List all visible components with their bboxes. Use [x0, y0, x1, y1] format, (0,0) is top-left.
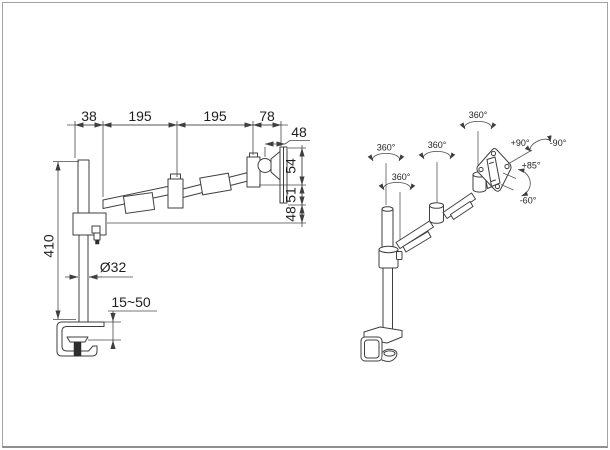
swivel-label-positive: +90°	[511, 138, 530, 148]
arm-3d-upper-cover	[450, 201, 474, 220]
wrist-joint-3d	[472, 174, 487, 193]
vesa-plate-3d-slot	[486, 156, 501, 187]
perspective-view: 360° 360° 360° 360° +90° -90° +85° -60°	[360, 110, 567, 362]
joint-screw-detail	[93, 232, 101, 241]
dim-label-195b: 195	[203, 108, 227, 124]
clamp-3d-jaw	[381, 348, 398, 362]
rotation-label-pole-base: 360°	[392, 172, 411, 182]
pole-3d-top-cap	[381, 206, 394, 212]
pole-diameter-dimension: Ø32	[65, 259, 133, 280]
pole-height-dimension: 410	[41, 161, 79, 320]
rotation-arrow-pole-top	[367, 153, 405, 162]
arm-cover-2	[199, 172, 232, 196]
rotation-arrow-pole-base	[378, 182, 416, 191]
pole-lower-tube	[78, 234, 89, 323]
vesa-plate-3d-detail	[489, 161, 496, 182]
top-dimension-chain: 38 195 195 78	[67, 108, 288, 197]
tilt-label-up: +85°	[522, 161, 541, 171]
right-dimension-chain: 54 51 48	[107, 145, 306, 227]
clamp-range-dimension: 15~50	[88, 294, 157, 350]
swivel-label-negative: -90°	[550, 138, 567, 148]
pole-arm-joint	[72, 212, 107, 236]
tilt-label-down: -60°	[520, 196, 537, 206]
rotation-arrow-wrist	[459, 121, 497, 130]
rotation-arrow-elbow	[418, 151, 456, 160]
elbow-joint-3d	[429, 205, 444, 224]
dim-label-54: 54	[283, 158, 299, 174]
clamp-screw-pad	[66, 336, 89, 343]
clamp-3d-front	[360, 336, 383, 362]
joint-screw-tip	[95, 239, 100, 245]
clamp-3d-pad	[383, 350, 396, 357]
tilt-cone	[270, 151, 281, 181]
vesa-plate-3d	[476, 148, 512, 192]
head-depth-dimension: 48	[264, 124, 310, 157]
desk-clamp-inner	[61, 326, 105, 352]
joint-clip-detail	[91, 225, 101, 234]
arm-3d-lower-cover	[402, 231, 432, 253]
dim-label-clamp-range: 15~50	[111, 294, 151, 310]
tilt-leader-upper	[502, 172, 517, 179]
vesa-hole-left	[478, 166, 484, 173]
tilt-arrow	[517, 168, 531, 197]
dim-label-38: 38	[81, 108, 97, 124]
side-view: 38 195 195 78 48 54 51 48	[41, 108, 310, 357]
dim-label-diameter: Ø32	[100, 259, 127, 275]
arm-3d-upper	[442, 192, 476, 219]
arm-cover-1	[122, 192, 156, 214]
mid-joint	[167, 178, 184, 209]
pole-3d-upper	[381, 208, 394, 250]
swivel-axis-line	[507, 149, 533, 165]
rotation-label-elbow: 360°	[428, 140, 447, 150]
elbow-joint-3d-top	[429, 202, 444, 209]
dim-label-195a: 195	[128, 108, 152, 124]
swivel-arrow	[524, 135, 552, 152]
dim-label-48-top: 48	[291, 124, 307, 140]
pole-3d-lower	[382, 267, 393, 332]
dim-label-78: 78	[259, 108, 275, 124]
clamp-3d-front-inner	[364, 339, 380, 359]
dim-label-51: 51	[283, 187, 299, 203]
collar-knob	[396, 251, 403, 260]
dim-label-410: 410	[41, 234, 57, 258]
tilt-pivot	[257, 158, 273, 173]
vesa-hole-right	[504, 163, 510, 170]
dim-48-leader	[284, 140, 310, 145]
desk-clamp-outer	[56, 321, 105, 357]
rotation-label-pole-top: 360°	[377, 143, 396, 153]
tilt-leader-lower	[500, 184, 514, 191]
dim-label-48-side: 48	[283, 206, 299, 222]
pole-3d-collar-top	[378, 245, 399, 254]
arm-end-block	[246, 156, 261, 188]
arm-3d-lower	[395, 220, 434, 249]
rotation-label-wrist: 360°	[469, 110, 488, 120]
clamp-screw-shaft	[73, 341, 82, 357]
vesa-hole-top	[490, 150, 497, 157]
pole-upper-tube	[77, 159, 90, 214]
